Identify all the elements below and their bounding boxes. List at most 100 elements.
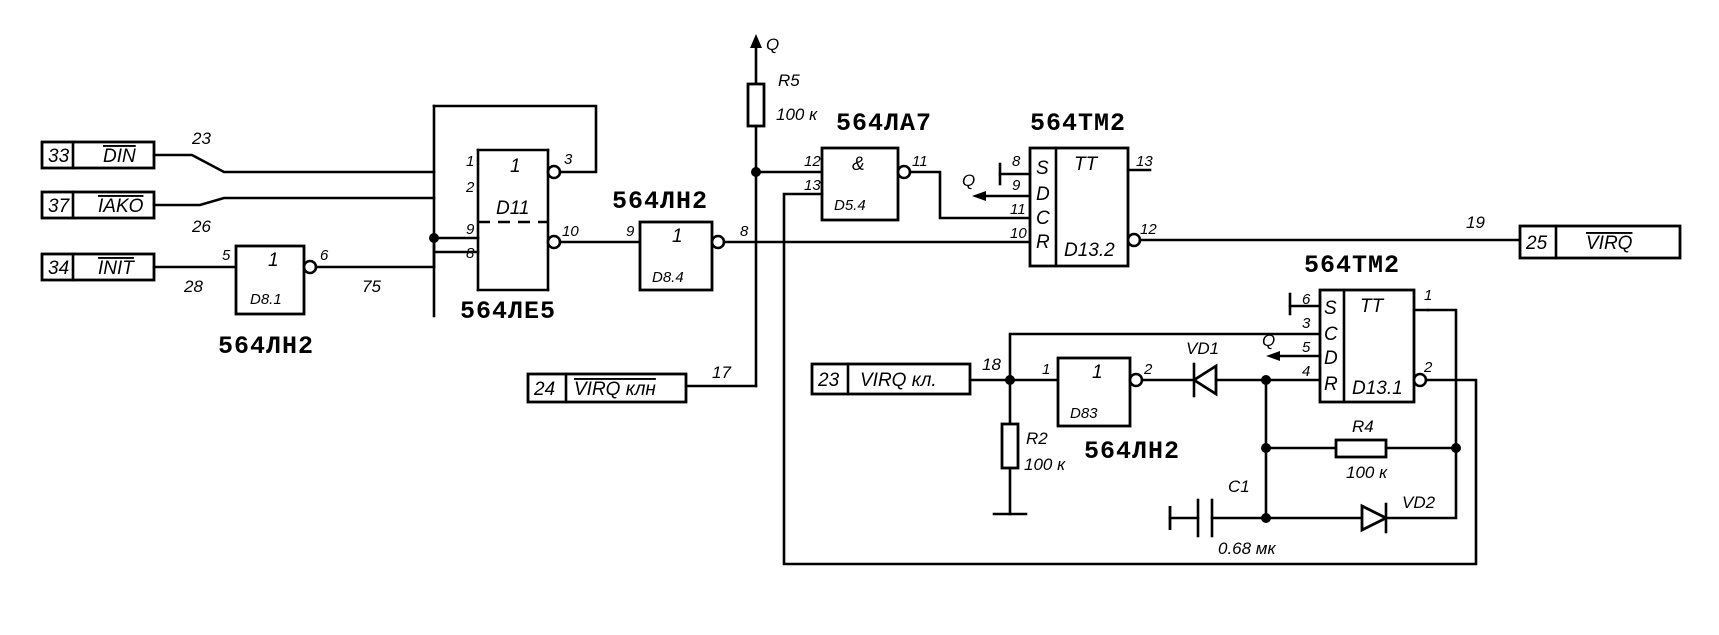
gate-d8-4-symbol: 1 [672, 226, 683, 247]
chip-type-d13-1: 564ТМ2 [1304, 251, 1400, 280]
gate-d8-4-pin-out: 8 [740, 223, 749, 240]
trigger-d13-1: TT D13.1 S C D R 6 3 5 4 1 2 [1302, 287, 1433, 404]
gate-d5-4: & D5.4 12 13 11 [804, 146, 928, 222]
resistor-r4-ref: R4 [1352, 417, 1374, 436]
diode-vd2: VD2 [1360, 493, 1436, 534]
connector-virq-kln-number: 24 [533, 379, 555, 400]
wire-label-19: 19 [1466, 213, 1485, 232]
wire-label-23: 23 [191, 129, 211, 148]
trigger-d13-1-d-source: Q [1262, 331, 1275, 350]
gate-d8-1-pin-in: 5 [222, 247, 231, 264]
connector-din: 33 DIN [40, 140, 156, 170]
connector-virq-kl-signal: VIRQ кл. [860, 370, 937, 391]
trigger-d13-1-ref: D13.1 [1352, 378, 1403, 399]
gate-d8-3-pin-out: 2 [1143, 361, 1153, 378]
chip-type-d8-3: 564ЛН2 [1084, 437, 1180, 466]
trigger-d13-1-pin-4: 4 [1302, 363, 1310, 380]
trigger-d13-2-pin-10: 10 [1010, 225, 1027, 242]
trigger-d13-2-pin-9: 9 [1012, 177, 1021, 194]
gate-d5-4-pin-13: 13 [804, 177, 821, 194]
gate-d11-pin-10: 10 [562, 223, 579, 240]
trigger-d13-1-symbol: TT [1360, 296, 1385, 317]
chip-type-d8-4: 564ЛН2 [612, 187, 708, 216]
trigger-d13-1-letter-s: S [1324, 298, 1337, 319]
gate-d11-pin-2: 2 [465, 179, 475, 196]
trigger-d13-1-pin-2: 2 [1423, 359, 1433, 376]
connector-virq-out-number: 25 [1525, 233, 1548, 254]
diode-vd2-ref: VD2 [1402, 493, 1436, 512]
diode-vd1-ref: VD1 [1186, 339, 1219, 358]
chip-type-d5-4: 564ЛА7 [836, 109, 932, 138]
gate-d11-pin-3: 3 [564, 151, 573, 168]
trigger-d13-1-pin-6: 6 [1302, 291, 1311, 308]
chip-type-d13-2: 564ТМ2 [1030, 109, 1126, 138]
gate-d11-pin-9: 9 [466, 221, 475, 238]
trigger-d13-1-letter-d: D [1324, 348, 1338, 369]
trigger-d13-2-symbol: TT [1074, 154, 1099, 175]
connector-virq-out-signal: VIRQ [1586, 233, 1633, 254]
chip-type-d8-1: 564ЛН2 [218, 332, 314, 361]
connector-din-number: 33 [48, 146, 70, 167]
gate-d8-3: 1 D83 1 2 [1042, 356, 1153, 428]
connector-init-number: 34 [48, 258, 69, 279]
connector-init-signal: INIT [98, 258, 135, 279]
trigger-d13-1-pin-3: 3 [1302, 315, 1311, 332]
trigger-d13-2-pin-13: 13 [1136, 153, 1153, 170]
trigger-d13-2-letter-d: D [1036, 184, 1050, 205]
wire-label-75: 75 [362, 277, 381, 296]
wire-label-28: 28 [183, 277, 203, 296]
chip-type-d11: 564ЛЕ5 [460, 297, 556, 326]
trigger-d13-2-letter-c: C [1036, 208, 1050, 229]
gate-d5-4-pin-11: 11 [912, 153, 928, 170]
gate-d8-3-ref: D83 [1070, 405, 1098, 422]
gate-d8-1-symbol: 1 [268, 250, 279, 271]
gate-d8-3-pin-in: 1 [1042, 361, 1050, 378]
resistor-r2-ref: R2 [1026, 429, 1048, 448]
connector-virq-kln: 24 VIRQ клн [526, 372, 688, 404]
trigger-d13-2: TT D13.2 S D C R 8 9 11 10 13 12 [1010, 146, 1157, 268]
gate-d8-4-ref: D8.4 [652, 269, 684, 286]
wire-label-17: 17 [712, 363, 731, 382]
trigger-d13-1-letter-c: C [1324, 324, 1338, 345]
resistor-r2-value: 100 к [1024, 455, 1066, 474]
connector-virq-out: 25 VIRQ [1518, 224, 1682, 260]
connector-virq-kl-number: 23 [817, 370, 840, 391]
trigger-d13-2-letter-s: S [1036, 158, 1049, 179]
gate-d8-3-symbol: 1 [1092, 362, 1103, 383]
gate-d5-4-ref: D5.4 [834, 197, 866, 214]
trigger-d13-2-pin-11: 11 [1010, 201, 1026, 218]
gate-d11-ref: D11 [496, 198, 529, 219]
resistor-r5: R5 100 к [746, 71, 818, 128]
resistor-r5-value: 100 к [776, 105, 818, 124]
wire-label-18: 18 [982, 355, 1001, 374]
gate-d11-pin-1: 1 [466, 153, 474, 170]
connector-virq-kln-signal: VIRQ клн [574, 379, 656, 400]
gate-d5-4-symbol: & [852, 154, 865, 175]
gate-d11: 1 D11 1 2 9 8 3 10 [465, 148, 579, 292]
gate-d11-pin-8: 8 [466, 245, 475, 262]
trigger-d13-2-letter-r: R [1036, 232, 1050, 253]
trigger-d13-2-ref: D13.2 [1064, 240, 1115, 261]
connector-iako-signal: IAKO [98, 196, 144, 217]
gate-d11-symbol: 1 [510, 156, 521, 177]
resistor-r4-value: 100 к [1346, 463, 1388, 482]
power-rail-label: Q [766, 35, 779, 54]
trigger-d13-1-letter-r: R [1324, 374, 1338, 395]
connector-virq-kl: 23 VIRQ кл. [810, 362, 972, 396]
wire-label-26: 26 [191, 217, 211, 236]
gate-d8-4-pin-in: 9 [626, 223, 635, 240]
trigger-d13-1-pin-5: 5 [1302, 339, 1311, 356]
gate-d8-1: 1 D8.1 5 6 [222, 244, 329, 316]
trigger-d13-1-pin-1: 1 [1424, 287, 1432, 304]
gate-d8-4: 1 D8.4 9 8 [626, 220, 749, 292]
diode-vd1: VD1 [1186, 339, 1219, 398]
connector-init: 34 INIT [40, 252, 156, 282]
gate-d5-4-pin-12: 12 [804, 153, 821, 170]
trigger-d13-2-d-source: Q [962, 171, 975, 190]
capacitor-c1-ref: C1 [1228, 477, 1250, 496]
trigger-d13-2-pin-12: 12 [1140, 221, 1157, 238]
connector-iako: 37 IAKO [40, 190, 156, 220]
resistor-r4: R4 100 к [1334, 417, 1388, 482]
resistor-r5-ref: R5 [778, 71, 800, 90]
